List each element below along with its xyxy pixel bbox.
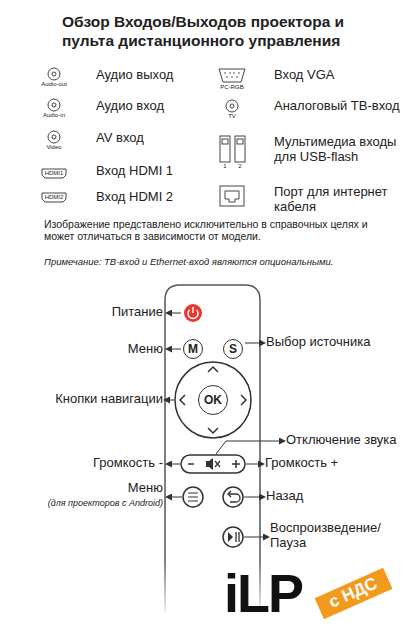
port-caption: Audio-out xyxy=(41,81,67,88)
port-caption: HDMI2 xyxy=(45,194,64,201)
port-label: Мультимедиа входы для USB-flash xyxy=(274,135,404,165)
button-label: Меню xyxy=(128,342,163,357)
port-label: Аудио вход xyxy=(96,99,164,114)
button-text: OK xyxy=(204,393,222,407)
logo: iLP xyxy=(224,566,302,620)
button-label: Воспроизведение/ Пауза xyxy=(270,521,385,551)
button-text: M xyxy=(188,342,198,356)
port-label: AV вход xyxy=(96,131,144,146)
port-label: Вход HDMI 1 xyxy=(96,164,173,179)
port-number: 1 xyxy=(223,163,226,170)
remote-button: M xyxy=(183,339,203,359)
port-label: Вход HDMI 2 xyxy=(96,190,173,205)
port-caption: Video xyxy=(46,144,61,151)
port-label: Аналоговый ТВ-вход xyxy=(274,99,400,114)
button-label: Назад xyxy=(266,489,303,504)
button-label: Выбор источника xyxy=(266,335,370,350)
button-label: Кнопки навигации xyxy=(55,392,163,407)
note: Изображение представлено исключительно в… xyxy=(44,218,389,242)
port-caption: HDMI1 xyxy=(45,170,64,177)
port-number: 2 xyxy=(238,163,241,170)
button-label: Громкость - xyxy=(93,456,163,471)
port-label: Аудио выход xyxy=(96,68,173,83)
remote-button: S xyxy=(223,339,243,359)
button-label: Меню xyxy=(128,481,163,496)
button-note: (для проекторов с Android) xyxy=(48,498,163,508)
port-label: Порт для интернет кабеля xyxy=(274,185,394,215)
port-caption: TV xyxy=(228,113,236,120)
logo-badge: с НДС xyxy=(315,568,393,619)
remote-button: OK xyxy=(198,385,228,415)
note: Примечание: ТВ-вход и Ethernet-вход явля… xyxy=(44,257,389,268)
port-caption: Audio-in xyxy=(43,112,65,119)
button-label: Питание xyxy=(112,305,163,320)
button-text: S xyxy=(229,342,237,356)
port-caption: PC-RGB xyxy=(220,84,243,91)
button-label: Отключение звука xyxy=(286,433,397,448)
button-label: Громкость + xyxy=(265,456,338,471)
title: Обзор Входов/Выходов проектора и пульта … xyxy=(62,12,362,51)
port-label: Вход VGA xyxy=(274,68,334,83)
